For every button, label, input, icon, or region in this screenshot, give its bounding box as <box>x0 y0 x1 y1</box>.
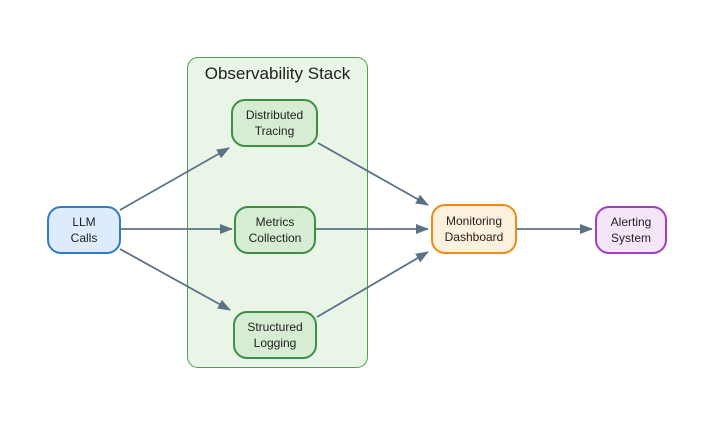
node-llm-calls-label-line1: LLM <box>72 215 96 229</box>
edge-tracing-to-dashboard <box>317 142 429 206</box>
node-distributed-tracing-label-line2: Tracing <box>254 124 295 138</box>
node-monitoring-dashboard-label-line1: Monitoring <box>445 214 503 228</box>
node-distributed-tracing: Distributed Tracing <box>231 99 318 147</box>
node-metrics-collection: Metrics Collection <box>234 206 316 254</box>
node-alerting-system-label-line1: Alerting <box>610 215 652 229</box>
node-alerting-system: Alerting System <box>595 206 667 254</box>
node-llm-calls-label-line2: Calls <box>70 231 98 245</box>
node-metrics-collection-label-line2: Collection <box>248 231 302 245</box>
node-distributed-tracing-label-line1: Distributed <box>245 108 304 122</box>
observability-stack-title: Observability Stack <box>204 64 351 83</box>
node-monitoring-dashboard: Monitoring Dashboard <box>431 204 517 254</box>
node-llm-calls: LLM Calls <box>47 206 121 254</box>
node-structured-logging-label-line1: Structured <box>247 320 303 334</box>
node-metrics-collection-label-line1: Metrics <box>255 215 295 229</box>
node-structured-logging-label-line2: Logging <box>253 336 297 350</box>
node-alerting-system-label-line2: System <box>610 231 651 245</box>
edge-logging-to-dashboard <box>316 251 429 318</box>
node-structured-logging: Structured Logging <box>233 311 317 359</box>
edge-llm-to-tracing <box>119 147 230 211</box>
edge-llm-to-logging <box>119 248 231 311</box>
node-monitoring-dashboard-label-line2: Dashboard <box>444 230 504 244</box>
